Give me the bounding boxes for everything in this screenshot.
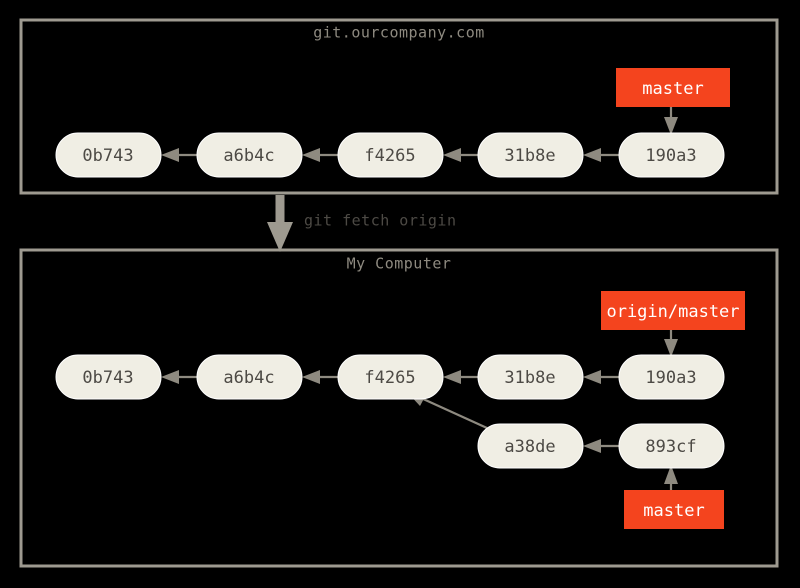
commit-shape-l-0b743 — [55, 354, 162, 400]
commit-shape-l-f4265 — [337, 354, 444, 400]
edge-l-31b8e-to-f4265 — [443, 370, 478, 384]
commit-label-f4265: f4265 — [364, 146, 415, 166]
commit-node-l-893cf[interactable]: 893cf — [618, 423, 725, 469]
panel-local-border — [19, 248, 779, 568]
fetch-arrow-head — [267, 222, 293, 252]
fetch-command-label: git fetch origin — [304, 212, 457, 230]
edge-190a3-to-31b8e — [583, 148, 619, 162]
branch-ref-label-master-server: master — [642, 79, 703, 99]
ref-edge-master-to-190a3 — [664, 107, 678, 135]
commit-label-31b8e: 31b8e — [504, 146, 555, 166]
commit-label-l-31b8e: 31b8e — [504, 368, 555, 388]
edge-l-a6b4c-to-0b743 — [161, 370, 197, 384]
commit-label-l-893cf: 893cf — [645, 437, 696, 457]
commit-node-l-f4265[interactable]: f4265 — [337, 354, 444, 400]
commit-label-l-0b743: 0b743 — [82, 368, 133, 388]
panel-local-title: My Computer — [347, 255, 452, 273]
commit-node-f4265[interactable]: f4265 — [337, 132, 444, 178]
panel-local: My Computer — [19, 248, 779, 568]
server-parent-edges — [161, 148, 619, 162]
commit-label-a6b4c: a6b4c — [223, 146, 274, 166]
commit-node-l-190a3[interactable]: 190a3 — [618, 354, 725, 400]
commit-shape-l-893cf — [618, 423, 725, 469]
commit-shape-0b743 — [55, 132, 162, 178]
commit-node-0b743[interactable]: 0b743 — [55, 132, 162, 178]
commit-node-190a3[interactable]: 190a3 — [618, 132, 725, 178]
commit-node-31b8e[interactable]: 31b8e — [477, 132, 584, 178]
panel-server: git.ourcompany.com — [19, 18, 779, 195]
branch-ref-label-origin-master: origin/master — [606, 302, 739, 322]
commit-shape-a6b4c — [196, 132, 303, 178]
branch-ref-shape-origin-master — [601, 291, 745, 330]
commit-shape-190a3 — [618, 132, 725, 178]
commit-label-l-190a3: 190a3 — [645, 368, 696, 388]
edge-l-f4265-to-a6b4c — [302, 370, 338, 384]
panel-server-title: git.ourcompany.com — [313, 24, 485, 42]
commit-shape-31b8e — [477, 132, 584, 178]
edge-f4265-to-a6b4c — [302, 148, 338, 162]
commit-shape-f4265 — [337, 132, 444, 178]
commit-label-l-a6b4c: a6b4c — [223, 368, 274, 388]
commit-shape-l-190a3 — [618, 354, 725, 400]
branch-ref-master-server[interactable]: master — [616, 68, 730, 107]
commit-shape-l-a38de — [477, 423, 584, 469]
edge-l-190a3-to-31b8e — [583, 370, 619, 384]
branch-ref-shape-master-server — [616, 68, 730, 107]
edge-l-893cf-to-a38de — [583, 439, 619, 453]
branch-ref-label-master-local: master — [643, 501, 704, 521]
commit-label-l-a38de: a38de — [504, 437, 555, 457]
branch-ref-master-local[interactable]: master — [624, 490, 724, 529]
commit-node-l-a6b4c[interactable]: a6b4c — [196, 354, 303, 400]
branch-ref-shape-master-local — [624, 490, 724, 529]
commit-shape-l-a6b4c — [196, 354, 303, 400]
commit-label-190a3: 190a3 — [645, 146, 696, 166]
branch-ref-origin-master[interactable]: origin/master — [601, 291, 745, 330]
edge-a6b4c-to-0b743 — [161, 148, 197, 162]
fetch-transition: git fetch origin — [267, 195, 457, 252]
commit-label-0b743: 0b743 — [82, 146, 133, 166]
commit-node-l-31b8e[interactable]: 31b8e — [477, 354, 584, 400]
edge-31b8e-to-f4265 — [443, 148, 478, 162]
ref-edge-origin-master-to-190a3 — [664, 330, 678, 357]
commit-node-a6b4c[interactable]: a6b4c — [196, 132, 303, 178]
commit-label-l-f4265: f4265 — [364, 368, 415, 388]
panel-server-border — [19, 18, 779, 195]
ref-edge-master-to-893cf — [664, 465, 678, 490]
commit-node-l-a38de[interactable]: a38de — [477, 423, 584, 469]
commit-shape-l-31b8e — [477, 354, 584, 400]
commit-node-l-0b743[interactable]: 0b743 — [55, 354, 162, 400]
